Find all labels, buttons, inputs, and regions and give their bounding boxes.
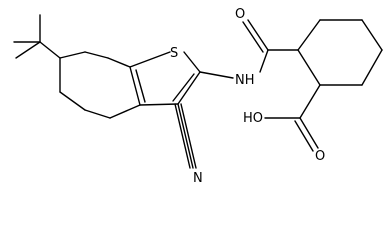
acid-hydroxyl-label: HO xyxy=(243,111,263,126)
cyclohexane-ring xyxy=(297,19,383,86)
sulfur-label: S xyxy=(170,46,178,61)
molecule-diagram: S NH O O HO N xyxy=(13,7,383,186)
carboxylic-acid-group xyxy=(264,84,321,152)
amide-oxygen-label: O xyxy=(235,7,245,22)
amide-nh-label: NH xyxy=(235,73,255,88)
tert-butyl-group xyxy=(13,14,61,59)
acid-oxygen-label: O xyxy=(315,149,325,164)
structure-canvas: S NH O O HO N xyxy=(13,7,383,186)
nitrile-nitrogen-label: N xyxy=(193,171,203,186)
thiophene-ring xyxy=(129,51,201,106)
nitrile-group xyxy=(174,103,197,169)
cyclohexene-ring xyxy=(59,51,141,119)
amide-linkage xyxy=(199,19,299,79)
